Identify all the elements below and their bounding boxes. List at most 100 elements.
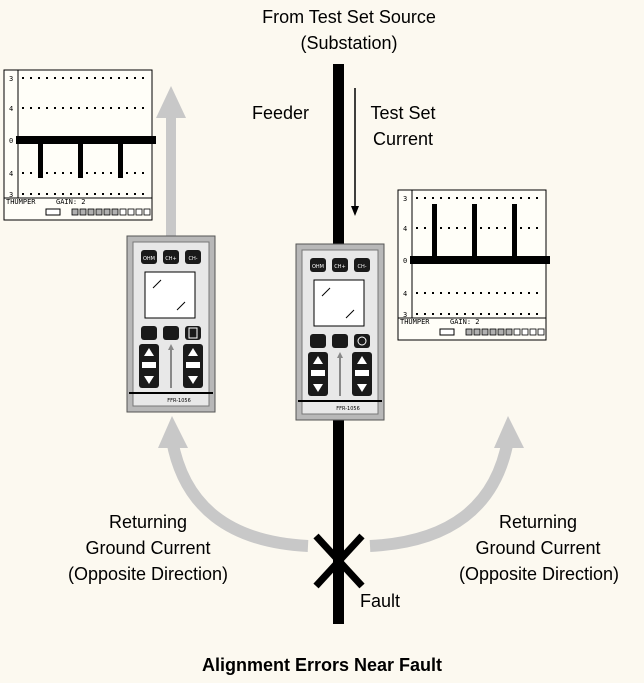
power-icon	[357, 336, 367, 346]
y-tick-label: 4	[9, 105, 13, 113]
gain-segment	[497, 328, 505, 336]
right-return-label-line1: Returning	[498, 512, 578, 532]
test-current-label-line1: Test Set	[370, 103, 436, 123]
screen-glare	[176, 301, 186, 311]
gain-segment	[505, 328, 513, 336]
gain-segment	[87, 208, 95, 216]
fault-x-icon	[313, 533, 365, 589]
y-tick-label: 4	[403, 225, 407, 233]
gain-label: GAIN: 2	[56, 198, 86, 206]
arrow-up-icon	[188, 348, 198, 356]
arrow-down-icon	[144, 376, 154, 384]
receiver-button-ch	[185, 250, 201, 264]
y-tick-label: 3	[9, 191, 13, 199]
screen-glare	[152, 279, 162, 289]
receiver-button-label: OHM	[312, 264, 324, 270]
pulse-spike	[118, 140, 123, 178]
rocker-label	[142, 362, 156, 368]
rocker-label	[186, 362, 200, 368]
gain-segment	[71, 208, 79, 216]
receiver-mid-button	[141, 326, 157, 340]
arrow-up-icon	[357, 356, 367, 364]
y-tick-label: 3	[9, 75, 13, 83]
screen-glare	[321, 287, 331, 297]
pulse-spike	[38, 140, 43, 178]
gain-segment	[135, 208, 143, 216]
pulse-spike	[472, 204, 477, 260]
left-up-arrow	[156, 86, 186, 238]
receiver-divider	[129, 392, 213, 394]
baseline-trace	[16, 136, 156, 144]
receiver-model: FFR-1056	[336, 406, 360, 412]
receiver-button-label: CH+	[165, 256, 176, 262]
right-return-label-line3: (Opposite Direction)	[458, 564, 620, 584]
receiver-mid-button	[310, 334, 326, 348]
receiver-button-label: CH+	[334, 264, 345, 270]
gain-segment	[119, 208, 127, 216]
gain-label: GAIN: 2	[450, 318, 480, 326]
gain-segment	[481, 328, 489, 336]
receiver-button-ohm	[310, 258, 326, 272]
gain-segment	[473, 328, 481, 336]
left-receiver: OHM CH+ CH- FFR-1056	[126, 235, 216, 413]
receiver-divider	[298, 400, 382, 402]
gain-segment	[143, 208, 151, 216]
rocker-label	[311, 370, 325, 376]
y-tick-label: 4	[403, 290, 407, 298]
source-label-line2: (Substation)	[300, 33, 398, 53]
gain-segment	[465, 328, 473, 336]
gain-segment	[95, 208, 103, 216]
left-return-arrow	[158, 416, 309, 552]
gain-segment	[537, 328, 545, 336]
feeder-label: Feeder	[252, 103, 310, 123]
y-tick-label: 3	[403, 195, 407, 203]
power-icon	[188, 327, 198, 339]
pulse-spike	[432, 204, 437, 260]
y-tick-label: 0	[403, 257, 407, 265]
right-return-arrow	[369, 416, 524, 552]
arrow-up-icon	[144, 348, 154, 356]
receiver-button-ch	[354, 258, 370, 272]
battery-icon	[45, 208, 61, 216]
y-tick-label: 3	[403, 311, 407, 319]
battery-icon	[439, 328, 455, 336]
diagram-title: Alignment Errors Near Fault	[201, 655, 443, 675]
mode-label: THUMPER	[400, 318, 430, 326]
receiver-screen	[313, 279, 365, 327]
y-tick-label: 4	[9, 170, 13, 178]
gain-segment	[111, 208, 119, 216]
gain-segment	[529, 328, 537, 336]
left-return-label-line1: Returning	[108, 512, 188, 532]
left-return-label-line3: (Opposite Direction)	[67, 564, 229, 584]
receiver-button-ch	[163, 250, 179, 264]
power-button	[354, 334, 370, 348]
receiver-button-label: OHM	[143, 256, 155, 262]
receiver-screen	[144, 271, 196, 319]
pulse-spike	[512, 204, 517, 260]
receiver-button-ohm	[141, 250, 157, 264]
fault-label: Fault	[359, 591, 401, 611]
gain-segment	[127, 208, 135, 216]
arrow-down-icon	[357, 384, 367, 392]
gain-segment	[79, 208, 87, 216]
rocker-label	[355, 370, 369, 376]
right-return-label-line2: Ground Current	[475, 538, 601, 558]
left-return-label-line2: Ground Current	[85, 538, 211, 558]
arrow-down-icon	[188, 376, 198, 384]
receiver-button-label: CH-	[188, 256, 197, 262]
gain-segment	[103, 208, 111, 216]
receiver-mid-button	[163, 326, 179, 340]
level-arrow-icon	[337, 352, 343, 358]
receiver-model: FFR-1056	[167, 398, 191, 404]
source-label-line1: From Test Set Source	[262, 7, 436, 27]
mode-label: THUMPER	[6, 198, 36, 206]
arrow-up-icon	[313, 356, 323, 364]
arrow-down-icon	[313, 384, 323, 392]
screen-glare	[345, 309, 355, 319]
receiver-mid-button	[332, 334, 348, 348]
y-tick-label: 0	[9, 137, 13, 145]
